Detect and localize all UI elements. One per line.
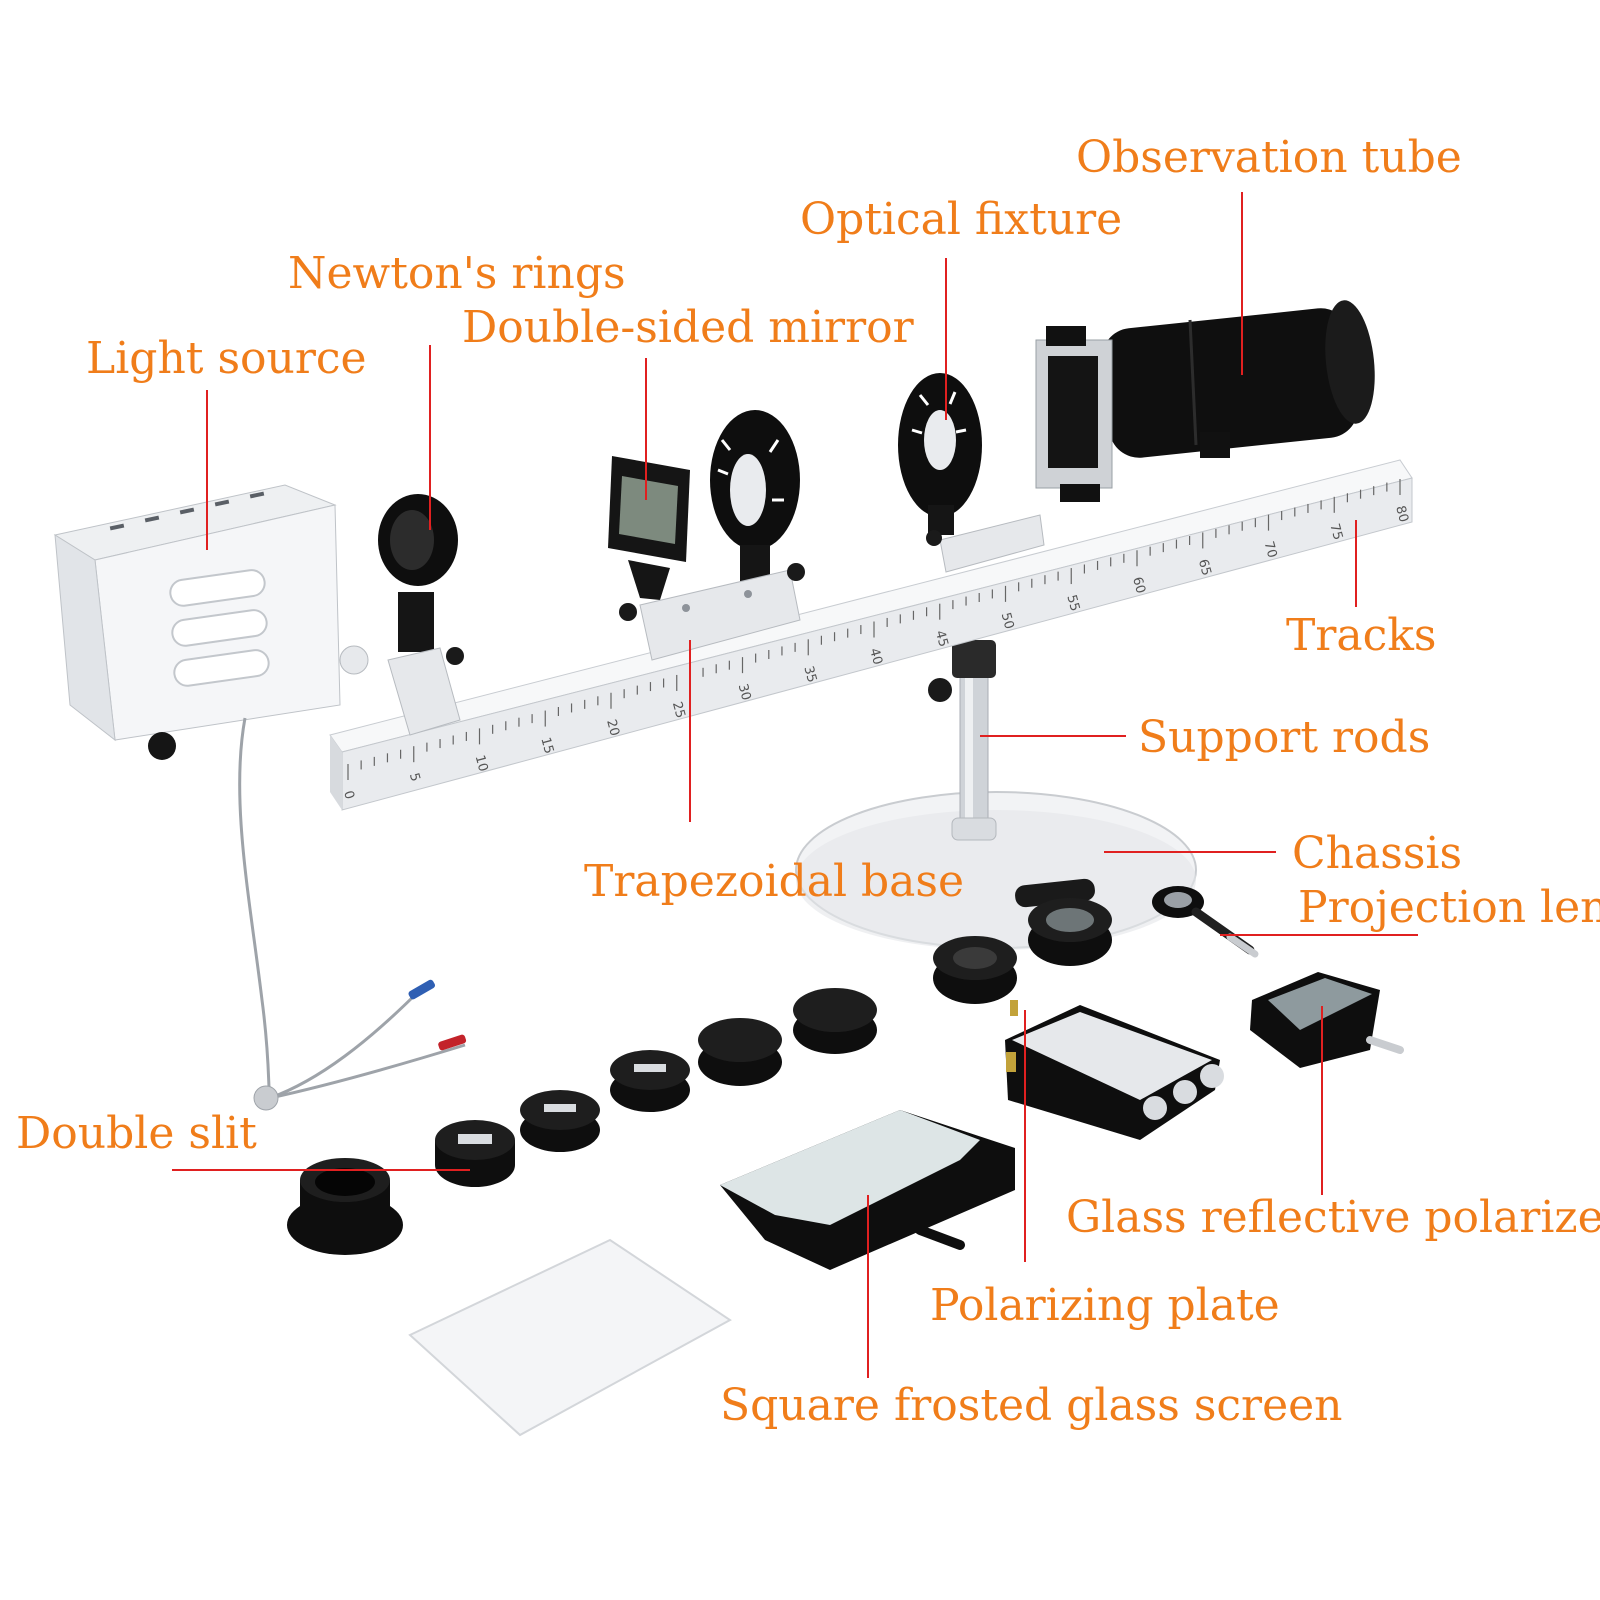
track-number: 45 <box>932 629 951 649</box>
track-number: 5 <box>406 771 423 783</box>
observation-tube-screen <box>1048 356 1098 468</box>
label-glass-reflective-polarizer: Glass reflective polarizer <box>1066 1192 1600 1243</box>
polarizing-plate-part <box>1005 1000 1224 1140</box>
track-number: 70 <box>1261 540 1280 560</box>
frosted-glass-screen-part <box>720 1110 1015 1270</box>
track-scale-ticks <box>347 479 1401 780</box>
light-source-vents <box>169 569 270 687</box>
label-square-frosted-glass-screen: Square frosted glass screen <box>720 1380 1343 1431</box>
light-source-foot <box>148 732 176 760</box>
lens-holders-row <box>287 898 1112 1255</box>
track-number: 65 <box>1195 558 1214 578</box>
track-number: 50 <box>998 611 1017 631</box>
track-number: 0 <box>340 789 357 801</box>
label-double-slit: Double slit <box>16 1108 257 1159</box>
track-number: 75 <box>1326 522 1345 542</box>
observation-tube-body <box>1101 308 1359 458</box>
label-chassis: Chassis <box>1292 828 1463 879</box>
red-lead <box>438 1034 467 1051</box>
support-rod-clamp <box>952 640 996 678</box>
label-projection-lens: Projection lens <box>1298 882 1600 933</box>
track-number: 10 <box>472 753 491 773</box>
track-number: 20 <box>603 718 622 738</box>
blue-lead <box>408 979 436 1000</box>
track-number: 35 <box>800 664 819 684</box>
label-optical-fixture: Optical fixture <box>800 194 1123 245</box>
track-number: 30 <box>735 682 754 702</box>
track-number: 40 <box>866 647 885 667</box>
glass-reflective-polarizer-part <box>1250 972 1404 1068</box>
label-trapezoidal-base: Trapezoidal base <box>584 856 965 907</box>
track-number: 80 <box>1392 504 1411 524</box>
label-newtons-rings: Newton's rings <box>288 248 626 299</box>
leader-lines <box>172 192 1418 1378</box>
track-top-face <box>329 459 1413 753</box>
trapezoidal-carrier <box>639 569 801 661</box>
support-knob <box>928 678 952 702</box>
newtons-rings-carrier <box>387 647 461 736</box>
track-number: 25 <box>669 700 688 720</box>
label-light-source: Light source <box>86 333 367 384</box>
white-card-screen <box>408 1238 732 1437</box>
label-double-sided-mirror: Double-sided mirror <box>462 302 914 353</box>
label-polarizing-plate: Polarizing plate <box>930 1280 1280 1331</box>
projection-lens-part <box>1152 886 1259 958</box>
track-number: 15 <box>537 736 556 756</box>
power-cord <box>238 717 272 1101</box>
label-support-rods: Support rods <box>1138 712 1431 763</box>
label-tracks: Tracks <box>1286 610 1437 661</box>
track-scale-numbers: 0 5 10 15 20 25 30 35 40 45 50 55 60 65 70 75 80 <box>340 504 1411 801</box>
label-observation-tube: Observation tube <box>1076 132 1462 183</box>
track-number: 55 <box>1063 593 1082 613</box>
track-number: 60 <box>1129 575 1148 595</box>
mirror-glass <box>619 476 678 544</box>
